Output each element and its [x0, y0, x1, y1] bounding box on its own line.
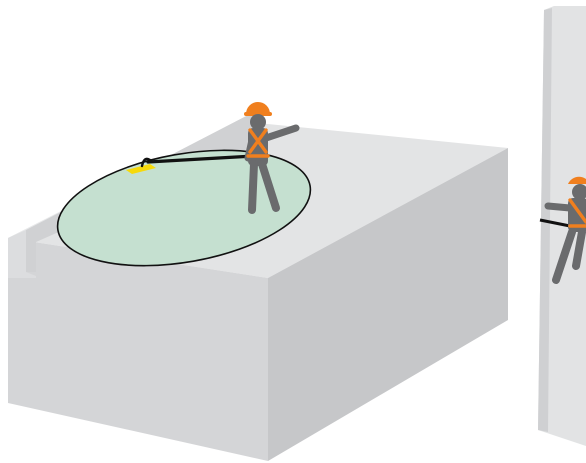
- worker-figure: [244, 102, 300, 214]
- parapet-end: [8, 230, 36, 278]
- block-right-face: [268, 148, 508, 461]
- helmet-icon: [244, 102, 272, 116]
- worker-figure-suspended: [539, 176, 586, 284]
- harness-icon: [568, 198, 586, 228]
- anchor-icon: [126, 157, 156, 174]
- fall-restraint-zone: [56, 149, 312, 267]
- harness-icon: [246, 128, 270, 158]
- block-left-face: [8, 238, 268, 461]
- lanyard-line: [146, 154, 256, 164]
- helmet-icon: [568, 176, 586, 184]
